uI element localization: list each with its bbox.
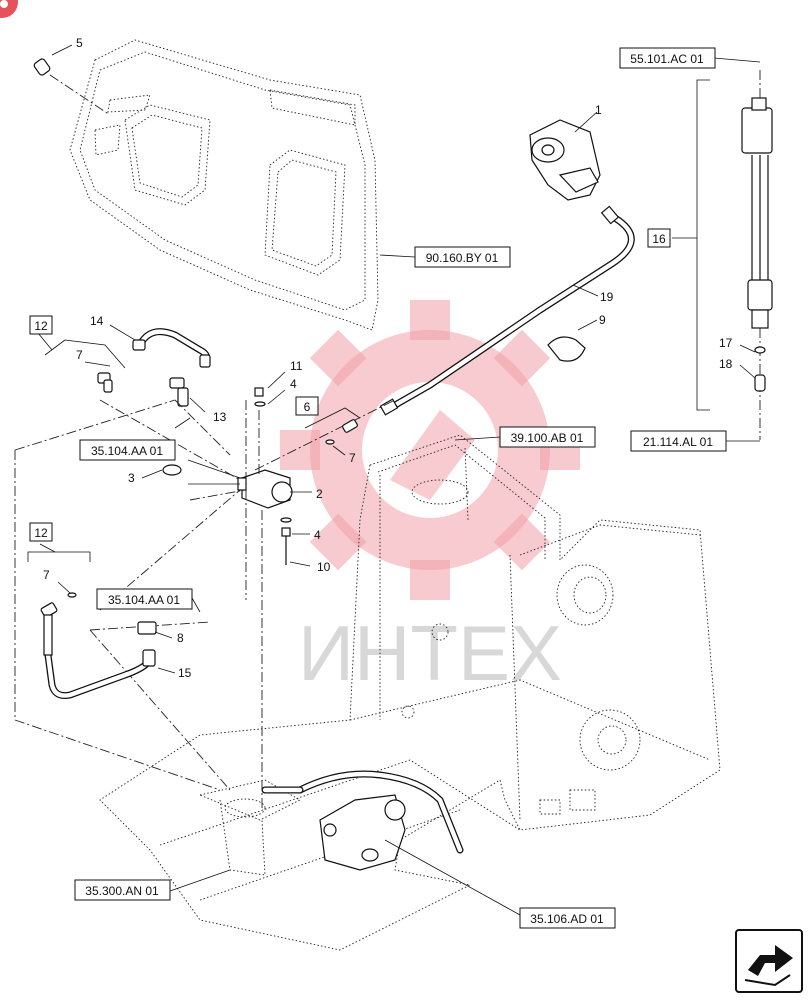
badge-icon xyxy=(0,0,18,18)
watermark: ИНТЕХ xyxy=(280,300,580,697)
watermark-text: ИНТЕХ xyxy=(298,609,562,697)
kit-6-fittings xyxy=(304,407,361,456)
fittings-7-13 xyxy=(84,361,206,413)
callout-9: 9 xyxy=(599,313,606,327)
callout-19: 19 xyxy=(600,290,614,304)
valve-2 xyxy=(187,399,396,509)
kit-16-bracket xyxy=(696,79,710,411)
callout-2: 2 xyxy=(316,487,323,501)
ref-39-100-ab-01[interactable]: 39.100.AB 01 xyxy=(511,431,584,445)
callout-4a: 4 xyxy=(290,377,297,391)
kit-12b-leader xyxy=(39,543,56,553)
kit-box-12a[interactable]: 12 xyxy=(34,319,48,333)
watermark-gear-icon xyxy=(280,300,580,600)
callout-11: 11 xyxy=(290,359,303,373)
motor-1 xyxy=(529,111,601,201)
kit-box-16-frame xyxy=(647,228,671,248)
callouts: 1 2 3 4 4 5 7 7 7 8 9 10 11 13 14 15 17 … xyxy=(43,36,733,680)
ref-21-114-al-01[interactable]: 21.114.AL 01 xyxy=(643,435,713,449)
hose-14 xyxy=(109,324,211,368)
hose-15 xyxy=(40,581,176,699)
callout-18: 18 xyxy=(719,357,733,371)
clip-9 xyxy=(547,319,598,362)
oring-3 xyxy=(141,464,182,479)
reference-leaders xyxy=(169,57,761,916)
kit-box-12a-frame xyxy=(29,315,53,335)
callout-14: 14 xyxy=(90,314,104,328)
kit-12a-leader xyxy=(37,332,53,351)
callout-8: 8 xyxy=(177,631,184,645)
bolts xyxy=(245,371,311,600)
fitting-5 xyxy=(33,44,111,116)
cab-panel xyxy=(69,39,379,331)
ref-35-104-aa-01-lower[interactable]: 35.104.AA 01 xyxy=(108,593,180,607)
pump-assembly xyxy=(261,770,464,871)
harness-16 xyxy=(739,70,773,440)
kit-box-12b[interactable]: 12 xyxy=(34,526,48,540)
reference-boxes: 55.101.AC 01 90.160.BY 01 35.104.AA 01 3… xyxy=(74,47,727,929)
callout-10: 10 xyxy=(317,560,331,574)
callout-7b: 7 xyxy=(349,451,356,465)
callout-5: 5 xyxy=(76,36,83,50)
ref-90-160-by-01[interactable]: 90.160.BY 01 xyxy=(426,251,499,265)
callout-15: 15 xyxy=(178,666,192,680)
kit-box-6[interactable]: 6 xyxy=(304,400,311,414)
callout-3: 3 xyxy=(128,471,135,485)
callout-7a: 7 xyxy=(76,348,83,362)
callout-17: 17 xyxy=(719,336,733,350)
hose-19 xyxy=(379,205,635,416)
callout-7c: 7 xyxy=(43,568,50,582)
next-page-arrow-icon[interactable] xyxy=(735,929,803,993)
ref-35-300-an-01[interactable]: 35.300.AN 01 xyxy=(85,884,159,898)
kit-box-16[interactable]: 16 xyxy=(652,232,666,246)
callout-4b: 4 xyxy=(314,528,321,542)
kit-boxes: 12 6 12 16 xyxy=(29,228,671,542)
ref-35-104-aa-01-upper[interactable]: 35.104.AA 01 xyxy=(91,444,163,458)
kit-box-12b-frame xyxy=(29,522,53,542)
ref-35-106-ad-01[interactable]: 35.106.AD 01 xyxy=(530,912,604,926)
callout-13: 13 xyxy=(213,410,227,424)
kit-12a-bracket xyxy=(44,339,126,369)
chassis xyxy=(99,434,721,951)
callout-1: 1 xyxy=(595,103,602,117)
kit-12b-bracket xyxy=(27,551,91,562)
kit-box-6-frame xyxy=(295,396,319,416)
ref-55-101-ac-01[interactable]: 55.101.AC 01 xyxy=(630,52,704,66)
